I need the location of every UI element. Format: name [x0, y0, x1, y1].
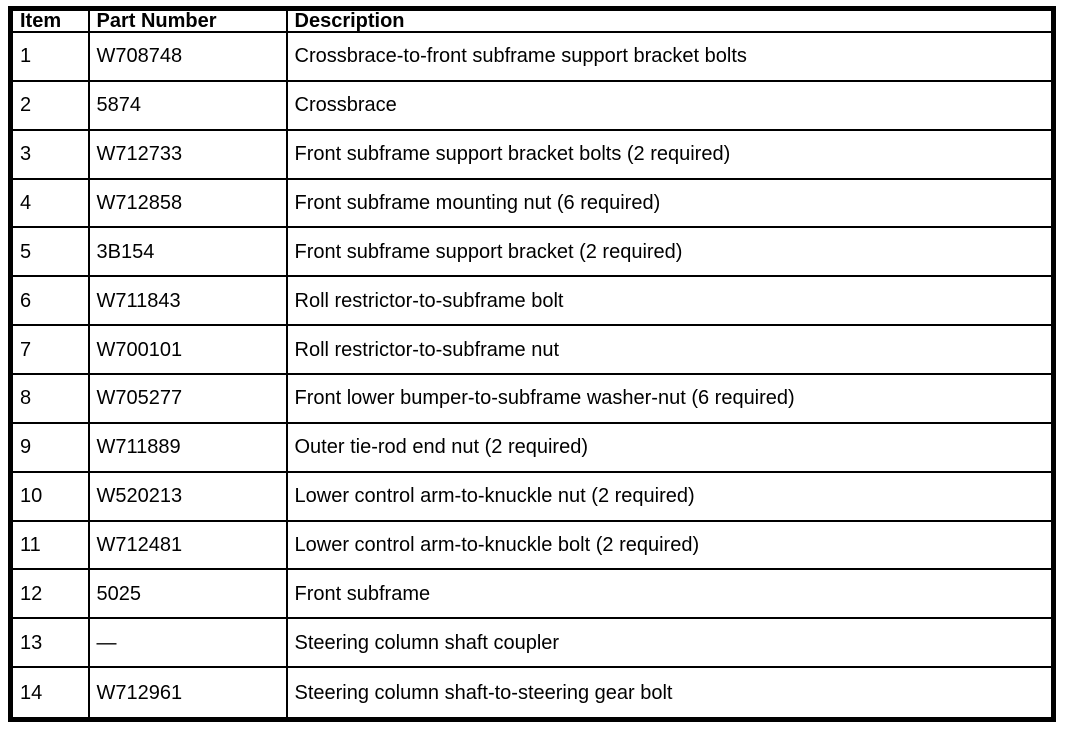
description-cell: Roll restrictor-to-subframe nut: [285, 324, 1055, 376]
description-cell: Roll restrictor-to-subframe bolt: [285, 275, 1055, 327]
item-cell: 6: [9, 275, 90, 327]
item-cell: 10: [9, 470, 90, 522]
description-cell: Lower control arm-to-knuckle nut (2 requ…: [285, 470, 1055, 522]
part-number-cell: 5025: [87, 568, 288, 620]
part-number-cell: W708748: [87, 31, 288, 82]
column-header-item: Item: [9, 7, 90, 33]
part-number-cell: W700101: [87, 324, 288, 376]
part-number-cell: 5874: [87, 79, 288, 131]
item-cell: 8: [9, 373, 90, 424]
table-row: 14 W712961 Steering column shaft-to-stee…: [9, 666, 1055, 721]
table-row: 6 W711843 Roll restrictor-to-subframe bo…: [9, 275, 1055, 327]
description-cell: Crossbrace-to-front subframe support bra…: [285, 31, 1055, 82]
item-cell: 4: [9, 177, 90, 229]
part-number-cell: W705277: [87, 373, 288, 424]
part-number-cell: W712961: [87, 666, 288, 721]
table-row: 13 — Steering column shaft coupler: [9, 617, 1055, 669]
item-cell: 5: [9, 226, 90, 278]
description-cell: Front lower bumper-to-subframe washer-nu…: [285, 373, 1055, 424]
part-number-cell: W712733: [87, 128, 288, 180]
part-number-cell: W712858: [87, 177, 288, 229]
part-number-cell: W711889: [87, 421, 288, 473]
part-number-cell: 3B154: [87, 226, 288, 278]
description-cell: Outer tie-rod end nut (2 required): [285, 421, 1055, 473]
description-cell: Front subframe: [285, 568, 1055, 620]
item-cell: 12: [9, 568, 90, 620]
table-row: 10 W520213 Lower control arm-to-knuckle …: [9, 470, 1055, 522]
item-cell: 9: [9, 421, 90, 473]
table-row: 11 W712481 Lower control arm-to-knuckle …: [9, 519, 1055, 571]
part-number-cell: W520213: [87, 470, 288, 522]
description-cell: Steering column shaft coupler: [285, 617, 1055, 669]
item-cell: 3: [9, 128, 90, 180]
table-row: 3 W712733 Front subframe support bracket…: [9, 128, 1055, 180]
description-cell: Steering column shaft-to-steering gear b…: [285, 666, 1055, 721]
part-number-cell: —: [87, 617, 288, 669]
item-cell: 11: [9, 519, 90, 571]
table-row: 12 5025 Front subframe: [9, 568, 1055, 620]
table-row: 8 W705277 Front lower bumper-to-subframe…: [9, 373, 1055, 424]
item-cell: 2: [9, 79, 90, 131]
table-row: 4 W712858 Front subframe mounting nut (6…: [9, 177, 1055, 229]
item-cell: 14: [9, 666, 90, 721]
table-row: 5 3B154 Front subframe support bracket (…: [9, 226, 1055, 278]
table-row: 1 W708748 Crossbrace-to-front subframe s…: [9, 31, 1055, 82]
description-cell: Lower control arm-to-knuckle bolt (2 req…: [285, 519, 1055, 571]
table-row: 9 W711889 Outer tie-rod end nut (2 requi…: [9, 421, 1055, 473]
item-cell: 7: [9, 324, 90, 376]
table-header-row: Item Part Number Description: [9, 7, 1055, 33]
description-cell: Front subframe mounting nut (6 required): [285, 177, 1055, 229]
column-header-description: Description: [285, 7, 1055, 33]
item-cell: 1: [9, 31, 90, 82]
part-number-cell: W712481: [87, 519, 288, 571]
column-header-part-number: Part Number: [87, 7, 288, 33]
description-cell: Front subframe support bracket (2 requir…: [285, 226, 1055, 278]
parts-table: Item Part Number Description 1 W708748 C…: [8, 6, 1056, 722]
part-number-cell: W711843: [87, 275, 288, 327]
description-cell: Crossbrace: [285, 79, 1055, 131]
table-row: 2 5874 Crossbrace: [9, 79, 1055, 131]
table-row: 7 W700101 Roll restrictor-to-subframe nu…: [9, 324, 1055, 376]
description-cell: Front subframe support bracket bolts (2 …: [285, 128, 1055, 180]
item-cell: 13: [9, 617, 90, 669]
